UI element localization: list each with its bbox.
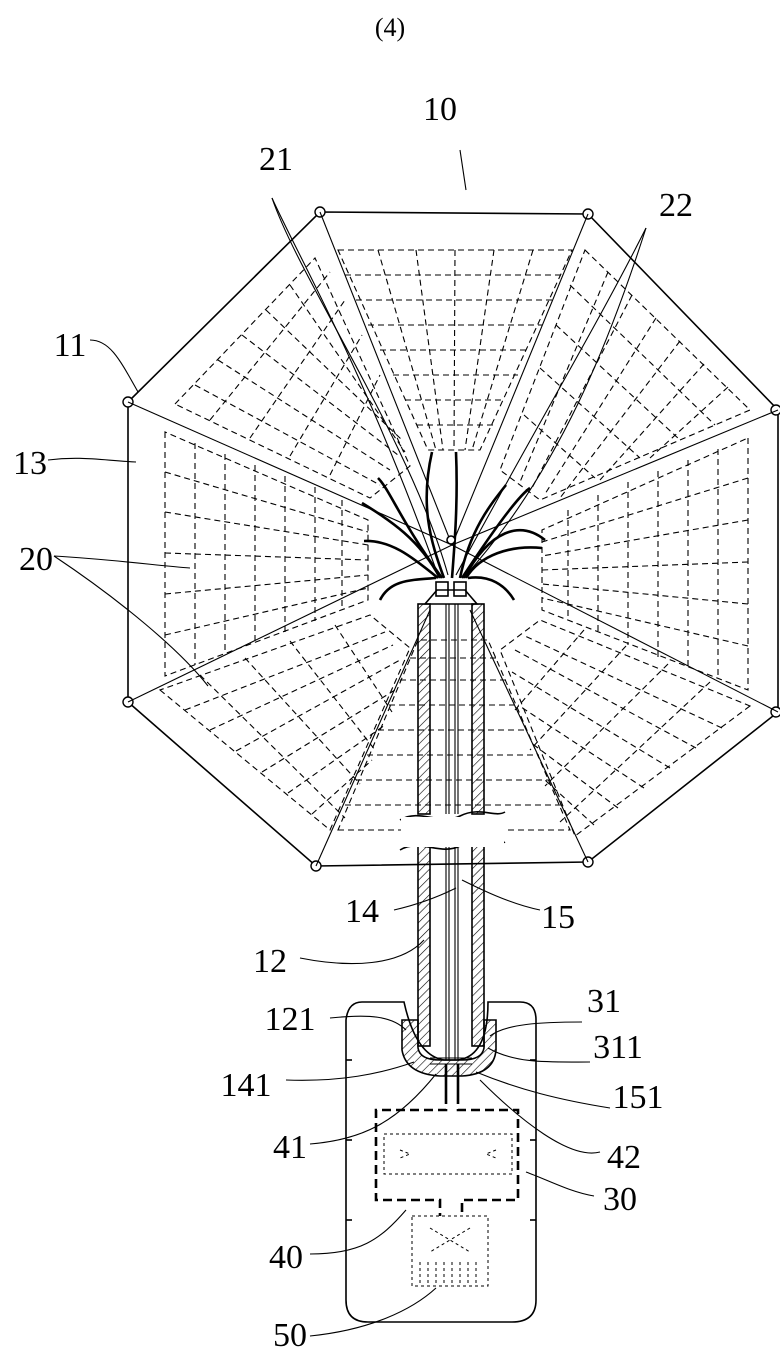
handle xyxy=(345,1001,537,1323)
coupler xyxy=(401,1019,497,1077)
solar-cell-grids xyxy=(158,249,752,837)
label-contact-b: 42 xyxy=(607,1139,641,1176)
label-contact-a: 41 xyxy=(273,1129,307,1166)
label-shaft-end: 121 xyxy=(265,1001,316,1038)
label-wire-b: 15 xyxy=(541,899,575,936)
label-handle: 30 xyxy=(603,1181,637,1218)
label-solar-cells: 20 xyxy=(19,541,53,578)
label-wire-a: 14 xyxy=(345,893,379,930)
label-module: 40 xyxy=(269,1239,303,1276)
label-lead-a: 21 xyxy=(259,141,293,178)
shaft-wall-left xyxy=(417,603,431,815)
port xyxy=(411,1215,489,1287)
label-canopy-panel: 13 xyxy=(13,445,47,482)
label-umbrella: 10 xyxy=(423,91,457,128)
shaft-wall-right xyxy=(471,603,485,815)
label-lead-b: 22 xyxy=(659,187,693,224)
canopy xyxy=(122,206,780,872)
label-wire-a-end: 141 xyxy=(221,1067,272,1104)
reference-labels: 10 21 22 11 13 20 14 15 12 121 31 311 14… xyxy=(13,91,693,1353)
wire-bundle xyxy=(361,451,546,605)
label-shaft: 12 xyxy=(253,943,287,980)
label-coupler: 31 xyxy=(587,983,621,1020)
label-wire-b-end: 151 xyxy=(613,1079,664,1116)
label-coupler-inner: 311 xyxy=(593,1029,643,1066)
shaft xyxy=(399,603,506,1060)
label-port: 50 xyxy=(273,1317,307,1353)
label-rib: 11 xyxy=(54,327,87,364)
module xyxy=(374,1095,520,1216)
leader-lines xyxy=(47,149,647,1337)
page-number: (4) xyxy=(375,13,405,42)
